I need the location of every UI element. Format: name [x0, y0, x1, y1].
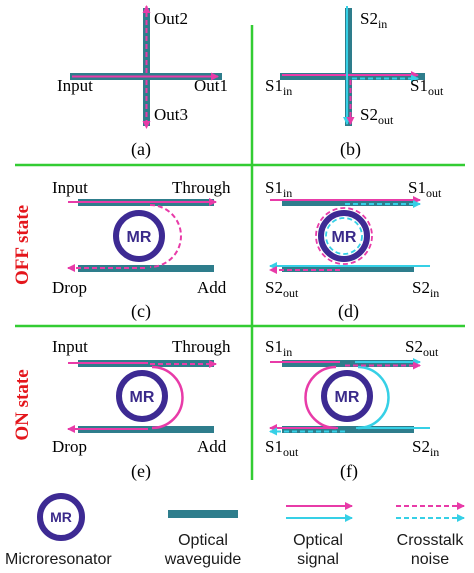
panel-a: Out2 Input Out1 Out3 (a)	[57, 5, 228, 160]
waveguide-bottom	[282, 265, 414, 272]
on-state-label: ON state	[12, 369, 33, 440]
mr-label: MR	[130, 389, 155, 406]
legend-noise-label-2: noise	[411, 551, 449, 568]
legend-microresonator-label: Microresonator	[5, 551, 112, 568]
legend: MR Microresonator Optical waveguide Opti…	[5, 493, 465, 568]
waveguide-top	[282, 360, 414, 367]
waveguide-bottom	[78, 265, 214, 272]
label-input: Input	[52, 178, 88, 197]
legend-mr-label: MR	[50, 509, 72, 525]
off-state-label: OFF state	[12, 205, 33, 285]
label-s2-out: S2out	[360, 105, 394, 127]
label-through: Through	[172, 337, 231, 356]
label-through: Through	[172, 178, 231, 197]
waveguide-top	[282, 199, 414, 206]
label-out3: Out3	[154, 105, 188, 124]
caption-f: (f)	[340, 461, 358, 482]
label-out1: Out1	[194, 76, 228, 95]
label-s2-in: S2in	[412, 278, 439, 300]
crosstalk-ring-magenta	[315, 207, 373, 265]
panel-d: MR S1in S1out S2out S2in (d)	[265, 178, 442, 322]
mr-label: MR	[332, 229, 357, 246]
waveguide-vertical	[143, 8, 150, 126]
microresonator-ring	[116, 370, 168, 422]
label-drop: Drop	[52, 437, 87, 456]
mr-label: MR	[335, 389, 360, 406]
label-s2-in: S2in	[412, 437, 439, 459]
label-s1-in: S1in	[265, 178, 292, 200]
label-s2-out: S2out	[405, 337, 439, 359]
crosstalk-ring-path	[149, 204, 182, 268]
label-s1-out: S1out	[265, 437, 299, 459]
panel-e: MR Input Through Drop Add (e)	[52, 337, 231, 482]
signal-ring-path	[151, 365, 184, 430]
caption-e: (e)	[131, 461, 151, 482]
panel-b: S2in S1in S1out S2out (b)	[265, 6, 444, 160]
label-add: Add	[197, 278, 227, 297]
panel-f: MR S1in S2out S1out S2in (f)	[265, 337, 439, 482]
mr-label: MR	[127, 229, 152, 246]
label-s2-out: S2out	[265, 278, 299, 300]
microresonator-ring	[113, 210, 165, 262]
label-drop: Drop	[52, 278, 87, 297]
waveguide-bottom	[282, 426, 414, 433]
legend-signal-label-1: Optical	[293, 532, 343, 549]
caption-b: (b)	[340, 139, 361, 160]
signal-s1-ring-path	[304, 365, 337, 430]
label-input: Input	[57, 76, 93, 95]
legend-microresonator-icon	[37, 493, 85, 541]
legend-waveguide-label-1: Optical	[178, 532, 228, 549]
panel-dividers	[15, 25, 465, 480]
label-s1-in: S1in	[265, 337, 292, 359]
label-s1-out: S1out	[410, 76, 444, 98]
microresonator-ring	[321, 370, 373, 422]
label-add: Add	[197, 437, 227, 456]
label-s1-in: S1in	[265, 76, 292, 98]
caption-d: (d)	[338, 301, 359, 322]
signal-s2-ring-path	[357, 365, 390, 430]
label-input: Input	[52, 337, 88, 356]
caption-a: (a)	[131, 139, 151, 160]
legend-waveguide-icon	[168, 510, 238, 518]
waveguide-horizontal	[280, 73, 425, 80]
microresonator-ring	[318, 210, 370, 262]
caption-c: (c)	[131, 301, 151, 322]
waveguide-vertical	[345, 8, 352, 126]
legend-waveguide-label-2: waveguide	[164, 551, 242, 568]
label-s2-in: S2in	[360, 9, 387, 31]
legend-noise-label-1: Crosstalk	[397, 532, 465, 549]
label-s1-out: S1out	[408, 178, 442, 200]
legend-signal-label-2: signal	[297, 551, 339, 568]
panel-c: MR Input Through Drop Add (c)	[52, 178, 231, 322]
crosstalk-ring-cyan	[325, 217, 363, 255]
label-out2: Out2	[154, 9, 188, 28]
